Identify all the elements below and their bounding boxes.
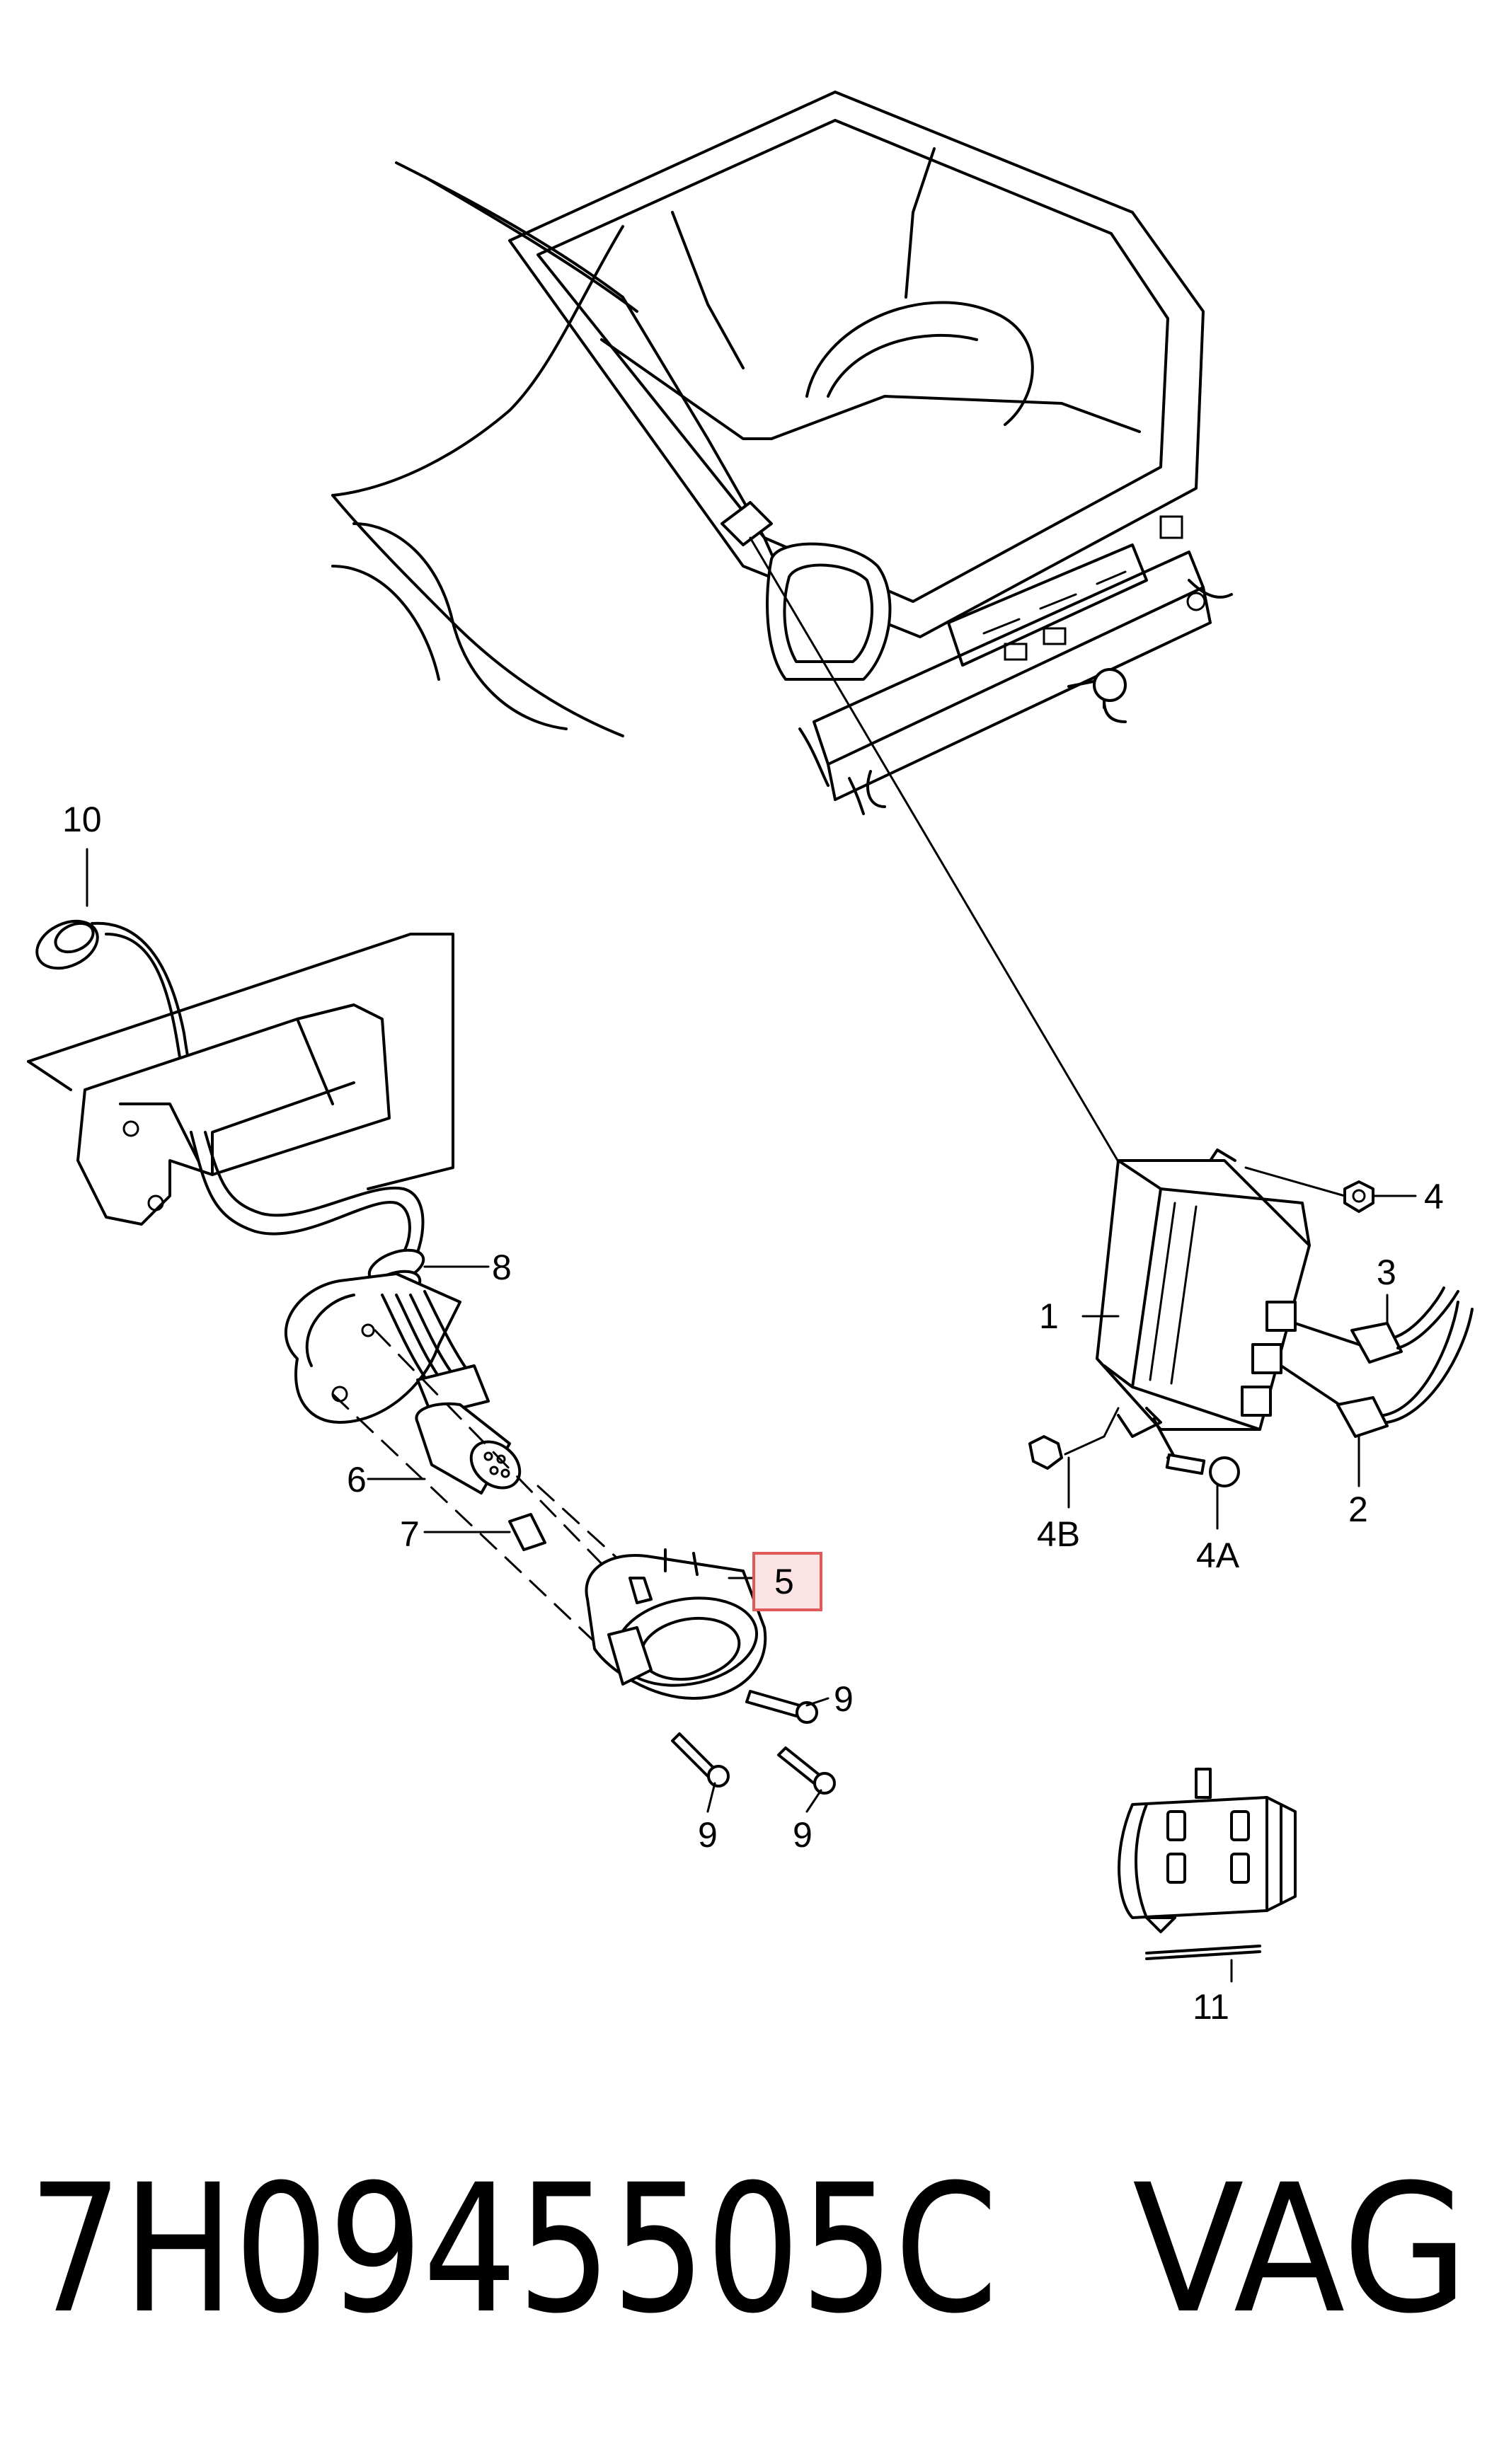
bolt-part-4a xyxy=(1165,1453,1240,1487)
callout-4b: 4B xyxy=(1037,1514,1080,1554)
callout-1: 1 xyxy=(1039,1296,1059,1336)
callout-9-bottom: 9 xyxy=(793,1815,813,1855)
callout-7: 7 xyxy=(400,1514,420,1554)
callout-2: 2 xyxy=(1348,1490,1368,1529)
harness-plugs-parts-2-3 xyxy=(1280,1286,1474,1438)
callout-6: 6 xyxy=(347,1460,367,1499)
bracket-and-cable-assembly xyxy=(27,919,454,1268)
part-number: 7H0945505C xyxy=(28,2146,998,2352)
callout-10: 10 xyxy=(62,800,102,839)
callout-leader-lines xyxy=(86,848,1417,1983)
leader-line-vehicle-to-module xyxy=(749,536,1123,1169)
nut-part-4 xyxy=(1244,1166,1374,1213)
vehicle-rear-illustration xyxy=(331,91,1233,815)
callout-8: 8 xyxy=(492,1248,512,1287)
callout-11: 11 xyxy=(1193,1987,1229,2027)
highlight-box-part-5 xyxy=(752,1552,822,1611)
callout-5: 5 xyxy=(774,1562,794,1601)
socket-adapter-part-11 xyxy=(1118,1768,1297,1960)
callout-9-left: 9 xyxy=(698,1815,718,1855)
nut-part-4b xyxy=(1028,1407,1120,1470)
callout-9-right: 9 xyxy=(834,1679,854,1719)
brand-label: VAG xyxy=(1132,2146,1469,2352)
trailer-socket-assembly xyxy=(284,1248,836,1795)
control-unit-part-1 xyxy=(1096,1148,1311,1459)
callout-4a: 4A xyxy=(1196,1536,1240,1575)
callout-3: 3 xyxy=(1377,1253,1396,1292)
callout-4: 4 xyxy=(1424,1177,1444,1216)
